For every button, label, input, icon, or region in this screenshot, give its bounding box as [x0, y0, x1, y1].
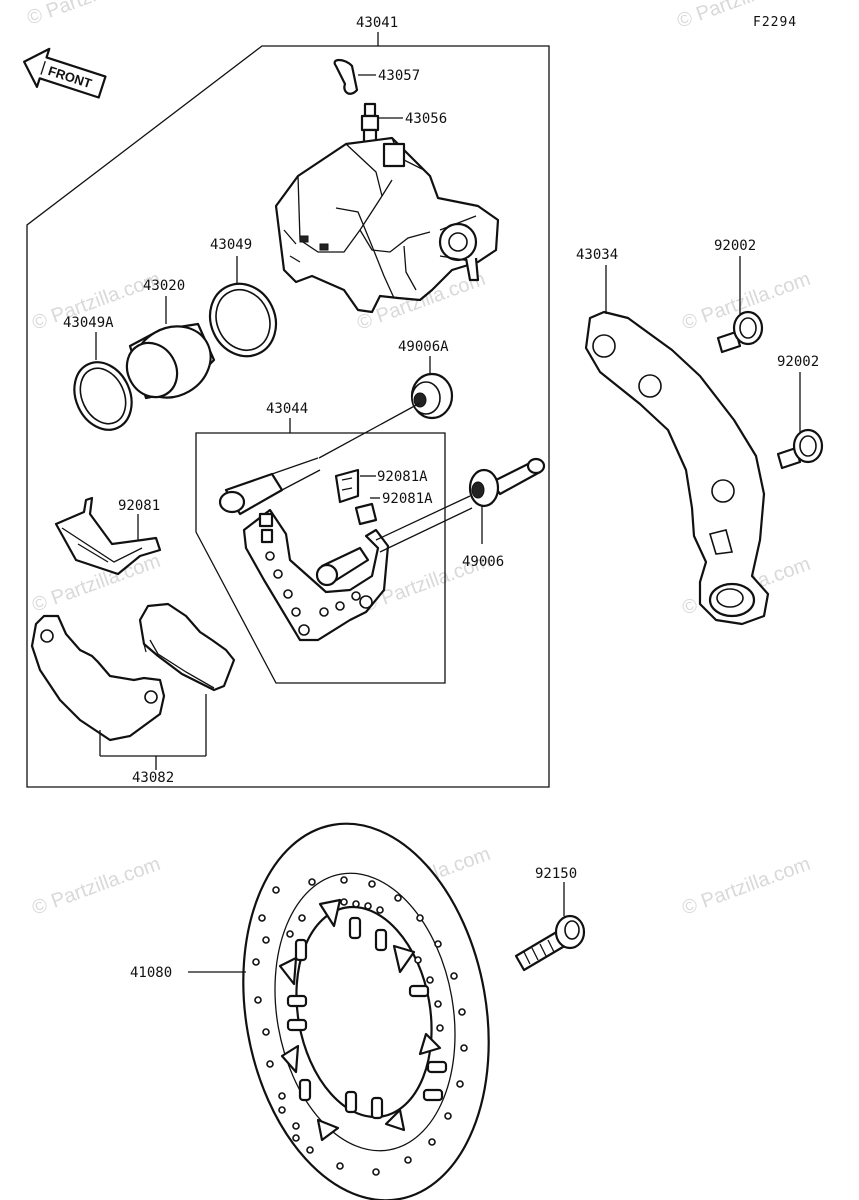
piston-seal: 43049	[208, 237, 278, 358]
label-caliper-bracket: 43034	[576, 247, 618, 263]
disc-holes	[252, 876, 468, 1176]
disc-slots	[278, 898, 448, 1142]
label-dust-seal: 43049A	[63, 315, 114, 331]
bushing-a: 49006A	[398, 339, 454, 420]
label-bleeder-cap: 43057	[378, 68, 420, 84]
label-caliper-assembly: 43041	[356, 15, 398, 31]
disc-bolt: 92150	[514, 866, 586, 972]
pad-spring: 92081	[54, 496, 162, 576]
brake-disc: 41080	[130, 822, 490, 1200]
bracket-bolt-upper: 92002	[714, 238, 764, 354]
caliper-assembly-frame	[26, 45, 550, 788]
label-brake-disc: 41080	[130, 965, 172, 981]
label-bolt-lower: 92002	[777, 354, 819, 370]
bleeder-valve: 43056	[360, 102, 447, 146]
piston: 43020	[125, 278, 216, 400]
caliper-bracket: 43034	[576, 247, 770, 626]
brake-pads: 43082	[30, 602, 236, 786]
pad-spring-a: 92081A 92081A	[334, 468, 433, 526]
bleeder-cap: 43057	[333, 58, 420, 95]
label-bushing: 49006	[462, 554, 504, 570]
bracket-bolt-lower: 92002	[776, 354, 824, 470]
label-bleeder-valve: 43056	[405, 111, 447, 127]
diagram-code: F2294	[753, 15, 797, 30]
label-spring-a-lower: 92081A	[382, 491, 433, 507]
label-pad-spring: 92081	[118, 498, 160, 514]
bushing: 49006	[462, 457, 546, 570]
dust-seal: 43049A	[63, 315, 133, 431]
watermark: © Partzilla.com	[24, 0, 158, 30]
label-holder: 43044	[266, 401, 308, 417]
label-spring-a-upper: 92081A	[377, 469, 428, 485]
watermark: © Partzilla.com	[29, 853, 163, 920]
label-bushing-a: 49006A	[398, 339, 449, 355]
watermark: © Partzilla.com	[679, 853, 813, 920]
holder-group-frame	[195, 432, 446, 684]
label-piston: 43020	[143, 278, 185, 294]
caliper-body	[274, 136, 500, 314]
caliper-holder	[218, 402, 473, 642]
label-disc-bolt: 92150	[535, 866, 577, 882]
front-arrow: FRONT	[23, 47, 107, 99]
label-bolt-upper: 92002	[714, 238, 756, 254]
label-piston-seal: 43049	[210, 237, 252, 253]
label-brake-pads: 43082	[132, 770, 174, 786]
